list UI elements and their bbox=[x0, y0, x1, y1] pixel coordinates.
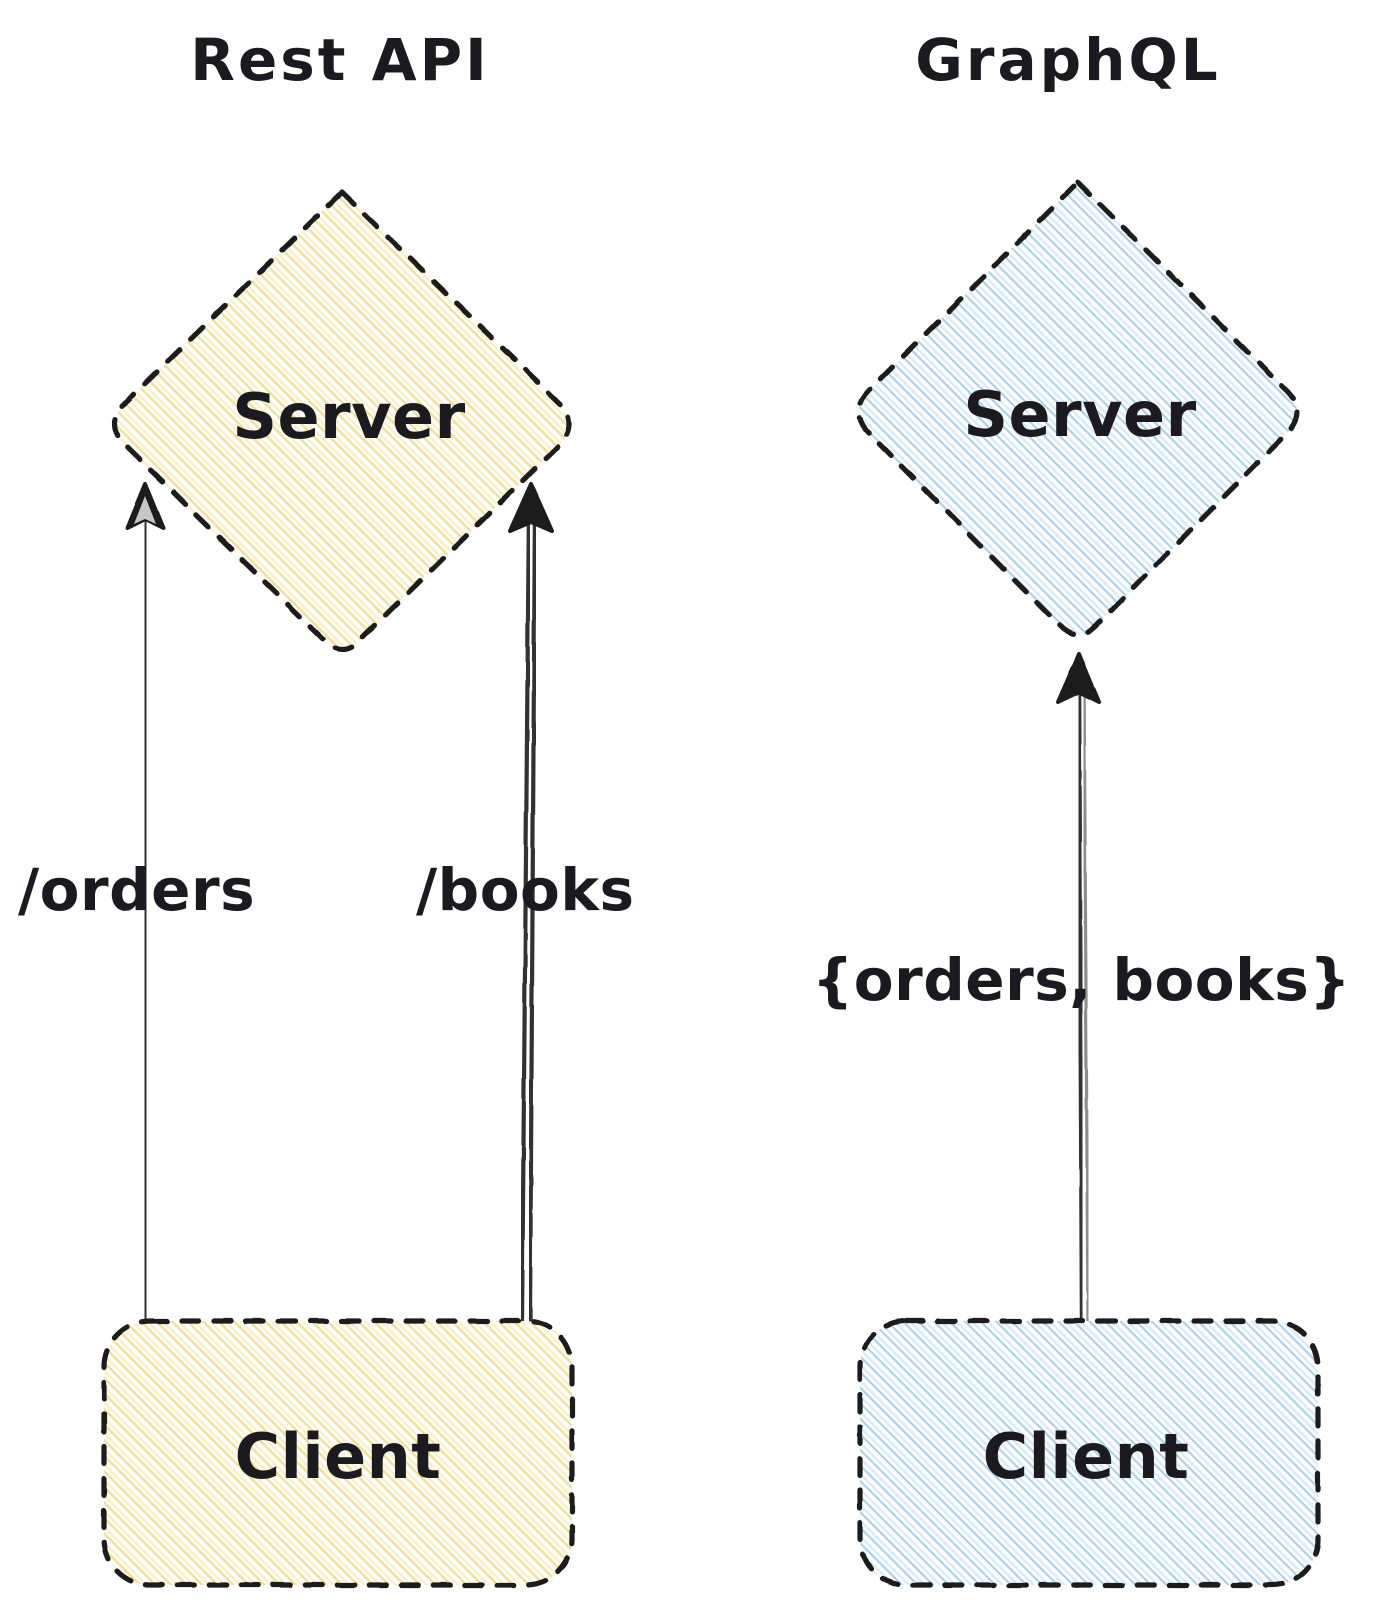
client-box-fill-rest bbox=[104, 1321, 572, 1585]
server-diamond-fill-graphql bbox=[859, 182, 1297, 635]
edge-orders-arrowhead-highlight bbox=[134, 496, 156, 524]
client-label-rest: Client bbox=[235, 1420, 442, 1493]
edge-graphql-line-a bbox=[1076, 669, 1085, 1325]
node-server-rest[interactable]: Server bbox=[112, 188, 572, 652]
server-diamond-border-graphql bbox=[856, 178, 1300, 638]
client-label-graphql: Client bbox=[983, 1420, 1190, 1493]
server-diamond-fill-rest bbox=[115, 192, 569, 649]
edge-books-line-b bbox=[527, 497, 538, 1325]
node-client-rest[interactable]: Client bbox=[101, 1318, 575, 1588]
edge-label-orders: /orders bbox=[18, 856, 255, 924]
edge-label-books: /books bbox=[416, 856, 635, 924]
edge-graphql-arrowhead bbox=[1056, 652, 1101, 704]
panel-title-rest: Rest API bbox=[190, 26, 489, 94]
edge-orders[interactable]: /orders bbox=[18, 482, 255, 1325]
client-box-border-graphql bbox=[857, 1318, 1321, 1588]
edge-label-graphql-query: {orders, books} bbox=[812, 946, 1351, 1014]
server-diamond-border-rest bbox=[112, 188, 572, 652]
edge-books[interactable]: /books bbox=[416, 482, 635, 1325]
edge-orders-line bbox=[142, 497, 149, 1325]
client-box-border-rest bbox=[101, 1318, 575, 1588]
server-label-graphql: Server bbox=[963, 378, 1196, 451]
edge-books-arrowhead bbox=[508, 482, 554, 533]
client-box-fill-graphql bbox=[860, 1321, 1318, 1585]
panel-title-graphql: GraphQL bbox=[915, 26, 1220, 94]
edge-graphql-line-b bbox=[1082, 670, 1090, 1324]
edge-books-line-a bbox=[519, 497, 532, 1325]
server-label-rest: Server bbox=[232, 380, 465, 453]
node-client-graphql[interactable]: Client bbox=[857, 1318, 1321, 1588]
panel-rest-api: Rest API Server /orders /books bbox=[18, 26, 635, 1588]
node-server-graphql[interactable]: Server bbox=[856, 178, 1300, 638]
edge-graphql-query[interactable]: {orders, books} bbox=[812, 652, 1351, 1325]
panel-graphql: GraphQL Server {orders, books} Client bbox=[812, 26, 1351, 1588]
